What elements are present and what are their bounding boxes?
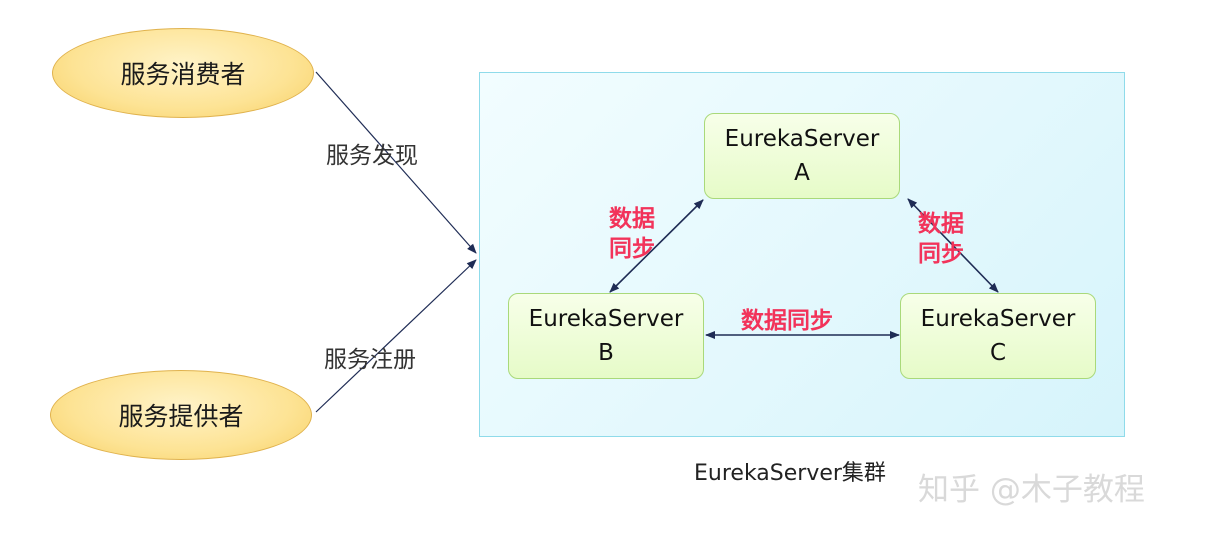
service-consumer-node: 服务消费者 [52, 28, 314, 118]
data-sync-label-a-c: 数据同步 [918, 211, 964, 267]
service-discovery-label: 服务发现 [326, 143, 418, 169]
eureka-server-a-name: EurekaServer [724, 126, 880, 152]
eureka-server-c-id: C [989, 340, 1007, 366]
data-sync-label-a-b: 数据同步 [609, 206, 655, 262]
service-registration-label: 服务注册 [324, 347, 416, 373]
eureka-server-c-name: EurekaServer [920, 306, 1076, 332]
eureka-server-b: EurekaServer B [508, 293, 704, 379]
sync-line-a-c [907, 198, 999, 293]
sync-line-a-b [609, 199, 704, 293]
service-provider-node: 服务提供者 [50, 370, 312, 460]
eureka-server-a-id: A [794, 160, 810, 186]
service-provider-label: 服务提供者 [118, 402, 244, 431]
data-sync-label-b-c: 数据同步 [741, 308, 833, 334]
register-line [315, 259, 477, 413]
cluster-caption: EurekaServer集群 [694, 461, 886, 486]
watermark: 知乎 @木子教程 [918, 472, 1145, 508]
service-consumer-label: 服务消费者 [120, 60, 246, 89]
discover-line [315, 71, 477, 254]
eureka-server-b-name: EurekaServer [528, 306, 684, 332]
eureka-server-c: EurekaServer C [900, 293, 1096, 379]
eureka-server-a: EurekaServer A [704, 113, 900, 199]
eureka-server-b-id: B [598, 340, 614, 366]
